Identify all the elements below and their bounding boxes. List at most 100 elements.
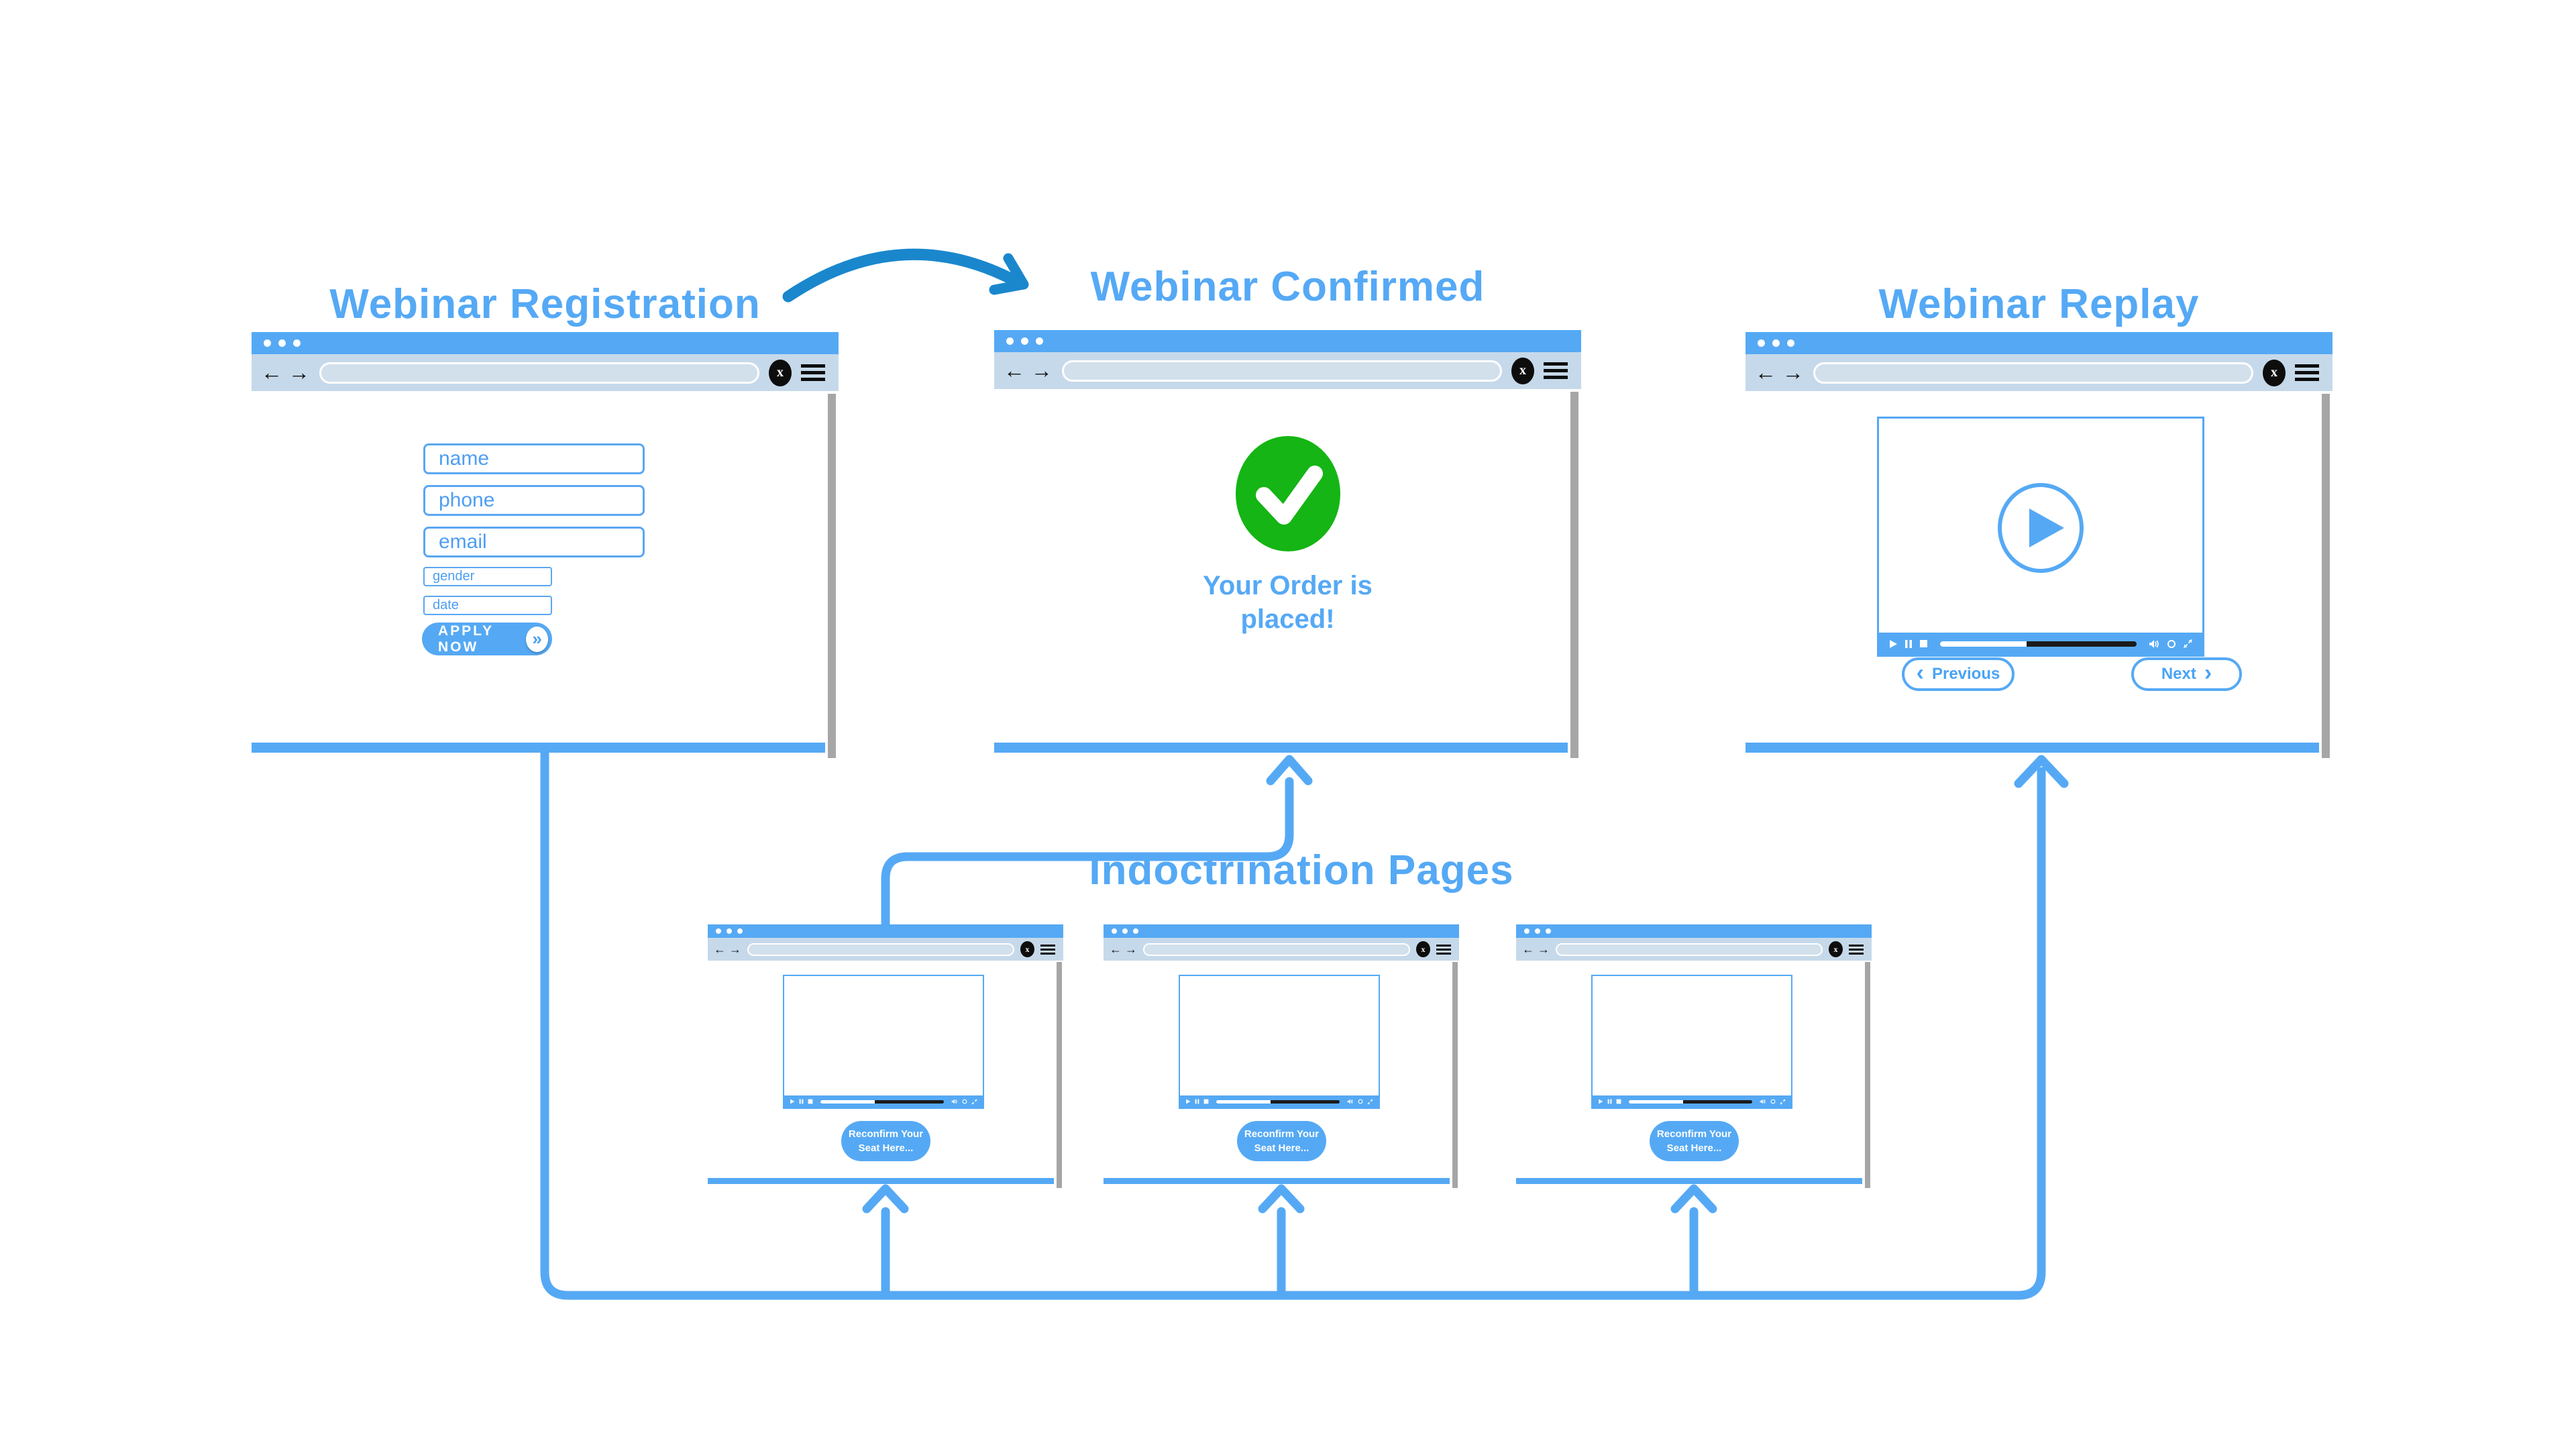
- play-icon[interactable]: [1888, 639, 1898, 649]
- forward-icon[interactable]: →: [288, 360, 310, 384]
- close-icon[interactable]: x: [2263, 359, 2286, 386]
- window-title-bar: [1516, 924, 1872, 938]
- scrollbar[interactable]: [1865, 962, 1870, 1188]
- window-bottom-bar: [708, 1178, 1054, 1184]
- back-icon[interactable]: ←: [1522, 942, 1534, 956]
- pause-icon[interactable]: [799, 1099, 804, 1104]
- back-icon[interactable]: ←: [1755, 360, 1776, 384]
- scrollbar[interactable]: [1570, 392, 1578, 758]
- indoctrination-video-player[interactable]: [1179, 975, 1380, 1109]
- pause-icon[interactable]: [1904, 639, 1913, 649]
- previous-label: Previous: [1931, 665, 2000, 683]
- settings-icon[interactable]: [2167, 639, 2176, 649]
- volume-icon[interactable]: [1760, 1099, 1766, 1104]
- curved-arrow: [782, 248, 1029, 303]
- address-bar[interactable]: [1061, 360, 1502, 382]
- forward-icon[interactable]: →: [1538, 942, 1550, 956]
- indoctrination-video-player[interactable]: [783, 975, 984, 1109]
- menu-icon[interactable]: [1040, 943, 1055, 955]
- reconfirm-seat-button[interactable]: Reconfirm Your Seat Here...: [1237, 1121, 1326, 1161]
- apply-chevron-icon: »: [526, 626, 548, 652]
- pause-icon[interactable]: [1195, 1099, 1199, 1104]
- menu-icon[interactable]: [1849, 943, 1864, 955]
- indoctrination-video-player[interactable]: [1591, 975, 1792, 1109]
- volume-icon[interactable]: [951, 1099, 958, 1104]
- video-progress-bar[interactable]: [1940, 641, 2137, 647]
- email-input[interactable]: [423, 527, 645, 557]
- fullscreen-icon[interactable]: [1367, 1099, 1373, 1105]
- volume-icon[interactable]: [2149, 639, 2160, 649]
- forward-icon[interactable]: →: [1782, 360, 1804, 384]
- window-title-bar: [708, 924, 1063, 938]
- stop-icon[interactable]: [1616, 1099, 1621, 1104]
- address-bar[interactable]: [319, 362, 759, 384]
- address-bar[interactable]: [1143, 943, 1410, 956]
- settings-icon[interactable]: [1358, 1099, 1363, 1104]
- close-icon[interactable]: x: [1829, 941, 1843, 957]
- window-dot: [1535, 928, 1540, 934]
- menu-icon[interactable]: [2295, 363, 2319, 383]
- back-icon[interactable]: ←: [1004, 358, 1025, 382]
- back-icon[interactable]: ←: [714, 942, 726, 956]
- close-icon[interactable]: x: [769, 359, 792, 386]
- settings-icon[interactable]: [962, 1099, 967, 1104]
- name-input[interactable]: [423, 443, 645, 474]
- forward-icon[interactable]: →: [1125, 942, 1138, 956]
- stop-icon[interactable]: [1919, 639, 1928, 648]
- video-progress-bar[interactable]: [820, 1099, 944, 1104]
- window-dot: [1006, 337, 1014, 345]
- fullscreen-icon[interactable]: [2183, 639, 2193, 649]
- fullscreen-icon[interactable]: [971, 1099, 977, 1105]
- scrollbar[interactable]: [1452, 962, 1458, 1188]
- address-bar[interactable]: [747, 943, 1014, 956]
- close-icon[interactable]: x: [1020, 941, 1034, 957]
- date-input[interactable]: [423, 596, 552, 615]
- play-icon[interactable]: [1185, 1099, 1191, 1104]
- browser-nav-bar: ← → x: [1746, 354, 2332, 391]
- apply-now-button[interactable]: APPLY NOW »: [422, 623, 552, 655]
- phone-input[interactable]: [423, 485, 645, 516]
- window-dot: [278, 339, 286, 347]
- close-icon[interactable]: x: [1416, 941, 1430, 957]
- browser-nav-bar: ← → x: [252, 354, 839, 391]
- scrollbar[interactable]: [828, 394, 836, 758]
- volume-icon[interactable]: [1347, 1099, 1354, 1104]
- stop-icon[interactable]: [808, 1099, 813, 1104]
- scrollbar[interactable]: [2322, 394, 2330, 758]
- play-icon[interactable]: [790, 1099, 795, 1104]
- pause-icon[interactable]: [1607, 1099, 1612, 1104]
- window-content: Your Order is placed!: [994, 389, 1581, 743]
- gender-input[interactable]: [423, 567, 552, 586]
- forward-icon[interactable]: →: [729, 942, 742, 956]
- reconfirm-label-line1: Reconfirm Your: [848, 1128, 924, 1140]
- order-placed-message: Your Order is placed!: [1203, 571, 1373, 634]
- browser-nav-bar: ← → x: [994, 352, 1581, 389]
- window-content: Reconfirm Your Seat Here...: [708, 961, 1063, 1178]
- previous-button[interactable]: ‹ Previous: [1902, 657, 2015, 691]
- address-bar[interactable]: [1556, 943, 1823, 956]
- close-icon[interactable]: x: [1511, 357, 1534, 384]
- menu-icon[interactable]: [801, 363, 825, 383]
- fullscreen-icon[interactable]: [1780, 1099, 1786, 1105]
- menu-icon[interactable]: [1544, 361, 1568, 381]
- stop-icon[interactable]: [1203, 1099, 1209, 1104]
- menu-icon[interactable]: [1436, 943, 1451, 955]
- back-icon[interactable]: ←: [261, 360, 282, 384]
- video-progress-bar[interactable]: [1216, 1099, 1340, 1104]
- next-button[interactable]: Next ›: [2131, 657, 2242, 691]
- scrollbar[interactable]: [1057, 962, 1062, 1188]
- reconfirm-seat-button[interactable]: Reconfirm Your Seat Here...: [1650, 1121, 1739, 1161]
- settings-icon[interactable]: [1770, 1099, 1776, 1104]
- window-content: Reconfirm Your Seat Here...: [1104, 961, 1459, 1178]
- video-progress-bar[interactable]: [1629, 1099, 1752, 1104]
- reconfirm-label-line1: Reconfirm Your: [1656, 1128, 1732, 1140]
- reconfirm-seat-button[interactable]: Reconfirm Your Seat Here...: [841, 1121, 930, 1161]
- window-content: ‹ Previous Next ›: [1746, 391, 2332, 743]
- back-icon[interactable]: ←: [1110, 942, 1122, 956]
- play-button[interactable]: [1997, 483, 2084, 573]
- address-bar[interactable]: [1813, 362, 2253, 384]
- window-bottom-bar: [1104, 1178, 1450, 1184]
- play-icon[interactable]: [1598, 1099, 1603, 1104]
- replay-window: ← → x: [1746, 332, 2332, 758]
- forward-icon[interactable]: →: [1030, 358, 1053, 382]
